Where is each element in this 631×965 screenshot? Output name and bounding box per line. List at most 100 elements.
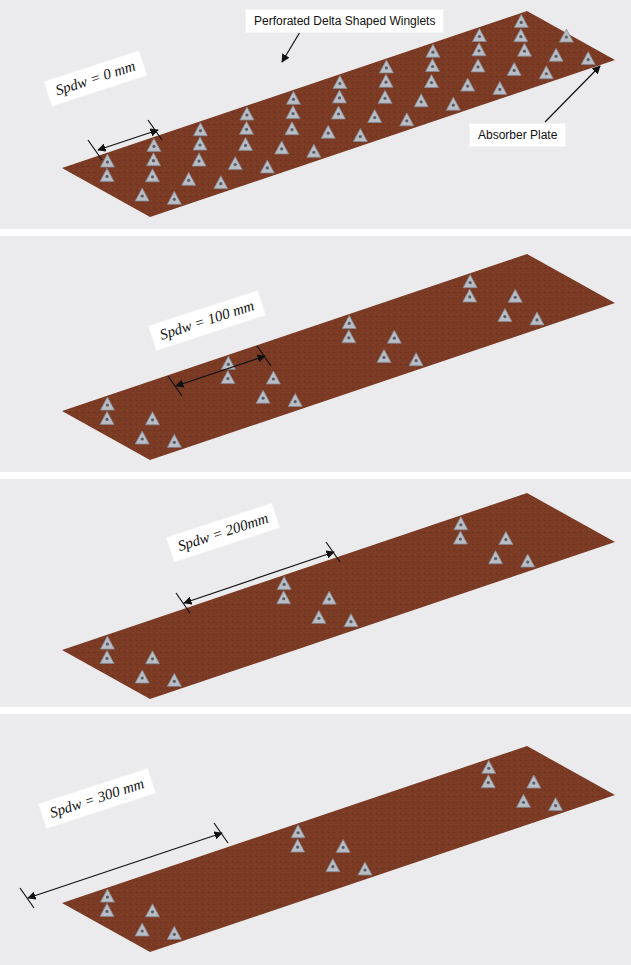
callout-box: Perforated Delta Shaped Winglets bbox=[246, 10, 443, 32]
dimension-arrow bbox=[20, 120, 340, 908]
delta-winglet bbox=[507, 62, 521, 75]
perforation bbox=[347, 336, 350, 339]
delta-winglet bbox=[378, 90, 392, 103]
perforation bbox=[290, 128, 293, 131]
delta-winglet bbox=[549, 48, 563, 61]
delta-winglet bbox=[454, 517, 468, 530]
perforation bbox=[393, 337, 396, 340]
delta-winglet bbox=[322, 591, 336, 604]
perforation bbox=[266, 166, 269, 169]
delta-winglet bbox=[527, 775, 541, 788]
perforation bbox=[141, 194, 144, 197]
delta-winglet bbox=[239, 137, 253, 150]
perforation bbox=[520, 21, 523, 24]
perforation bbox=[245, 113, 248, 116]
delta-winglet bbox=[472, 43, 486, 56]
delta-winglet bbox=[146, 651, 160, 664]
perforation bbox=[234, 163, 237, 166]
perforation bbox=[532, 781, 535, 784]
perforation bbox=[197, 160, 200, 163]
perforation bbox=[331, 865, 334, 868]
perforation bbox=[487, 767, 490, 770]
perforation bbox=[554, 804, 557, 807]
perforation bbox=[141, 929, 144, 932]
perforation bbox=[468, 295, 471, 298]
perforation bbox=[106, 161, 109, 164]
perforation bbox=[296, 845, 299, 848]
perforation bbox=[431, 51, 434, 54]
perforation bbox=[523, 50, 526, 53]
perforation bbox=[105, 657, 108, 660]
label-text: Absorber Plate bbox=[478, 128, 557, 142]
delta-winglet bbox=[559, 29, 573, 42]
delta-winglet bbox=[414, 94, 428, 107]
delta-winglet bbox=[453, 531, 467, 544]
delta-winglet bbox=[463, 289, 477, 302]
delta-winglet bbox=[146, 169, 160, 182]
perforation bbox=[503, 315, 506, 318]
perforation bbox=[477, 49, 480, 52]
delta-winglet bbox=[336, 839, 350, 852]
delta-winglet bbox=[100, 650, 114, 663]
perforation bbox=[219, 182, 222, 185]
panel bbox=[0, 236, 631, 472]
delta-winglet bbox=[344, 614, 358, 627]
perforation bbox=[373, 116, 376, 119]
delta-winglet bbox=[228, 157, 242, 170]
leader-arrow bbox=[545, 66, 600, 122]
delta-winglet bbox=[100, 168, 114, 181]
perforation bbox=[494, 557, 497, 560]
perforation bbox=[291, 112, 294, 115]
perforation bbox=[152, 159, 155, 162]
delta-winglet bbox=[461, 78, 475, 91]
delta-winglet bbox=[307, 144, 321, 157]
delta-winglet bbox=[446, 97, 460, 110]
perforation bbox=[476, 65, 479, 68]
delta-winglet bbox=[549, 798, 563, 811]
delta-winglet bbox=[147, 153, 161, 166]
delta-winglet bbox=[100, 636, 114, 649]
delta-winglet bbox=[333, 90, 347, 103]
delta-winglet bbox=[100, 397, 114, 410]
perforation bbox=[173, 933, 176, 936]
perforation bbox=[151, 175, 154, 178]
delta-winglet bbox=[182, 172, 196, 185]
delta-winglet bbox=[275, 141, 289, 154]
delta-winglet bbox=[379, 60, 393, 73]
perforation bbox=[294, 400, 297, 403]
delta-winglet bbox=[472, 29, 486, 42]
absorber-plate bbox=[62, 493, 615, 699]
perforation bbox=[430, 81, 433, 84]
perforation bbox=[337, 112, 340, 115]
delta-winglet bbox=[277, 576, 291, 589]
perforation bbox=[504, 538, 507, 541]
delta-winglet bbox=[489, 551, 503, 564]
delta-winglet bbox=[368, 110, 382, 123]
delta-winglet bbox=[240, 121, 254, 134]
delta-winglet bbox=[377, 349, 391, 362]
delta-winglet bbox=[517, 794, 531, 807]
perforation bbox=[105, 418, 108, 421]
delta-winglet bbox=[387, 330, 401, 343]
perforation bbox=[466, 85, 469, 88]
delta-winglet bbox=[498, 309, 512, 322]
delta-winglet bbox=[508, 289, 522, 302]
delta-winglet bbox=[221, 371, 235, 384]
delta-winglet bbox=[539, 66, 553, 79]
perforation bbox=[459, 538, 462, 541]
perforation bbox=[317, 617, 320, 620]
perforation bbox=[173, 680, 176, 683]
perforation bbox=[199, 129, 202, 132]
perforation bbox=[384, 81, 387, 84]
perforation bbox=[359, 135, 362, 138]
perforation bbox=[226, 377, 229, 380]
delta-winglet bbox=[146, 904, 160, 917]
perforation bbox=[498, 88, 501, 91]
delta-winglet bbox=[291, 825, 305, 838]
delta-winglet bbox=[193, 137, 207, 150]
perforation bbox=[280, 147, 283, 150]
delta-winglet bbox=[286, 106, 300, 119]
panel bbox=[0, 0, 631, 229]
delta-winglet bbox=[167, 434, 181, 447]
absorber-plate bbox=[62, 11, 615, 217]
